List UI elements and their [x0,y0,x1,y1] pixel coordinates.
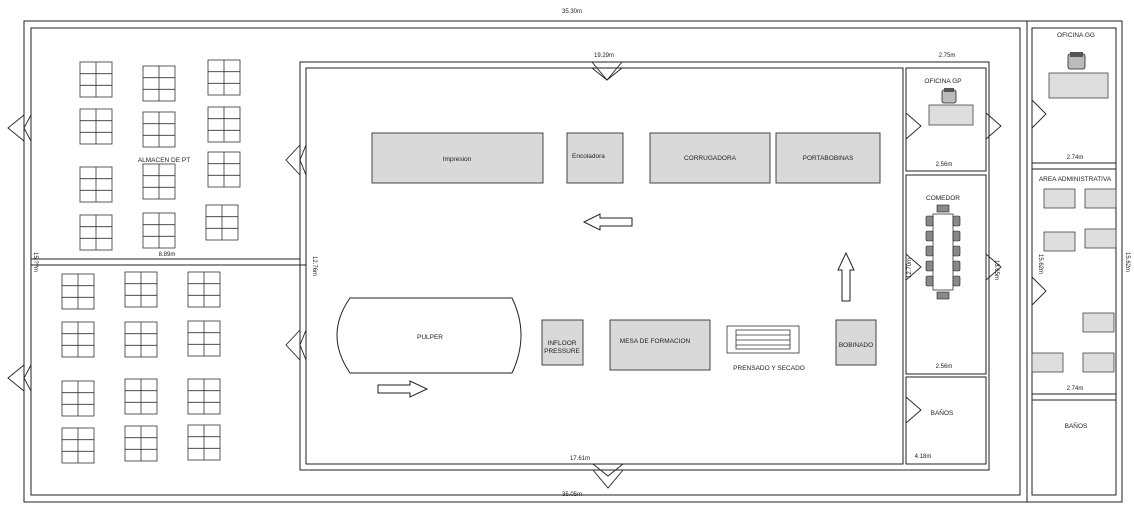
encoladora-label: Encoladora [572,153,605,160]
bobinado-label: BOBINADO [839,342,873,349]
room-labels: ALMACEN DE PT OFICINA GP COMEDOR BAÑOS O… [138,32,1112,430]
flow-arrows [377,213,855,398]
storage-racks [61,59,241,464]
plant-walls [299,61,990,471]
chair-icon [1067,52,1086,70]
office-furniture [925,52,1117,373]
oficina-gp-label: OFICINA GP [924,78,961,85]
area-admin-label: AREA ADMINISTRATIVA [1039,176,1112,183]
dim-top-overall: 35.30m [562,9,582,15]
prensado-label: PRENSADO Y SECADO [733,365,805,372]
admin-desks [1031,188,1117,373]
dining-table [932,204,954,300]
banos-plant-label: BAÑOS [931,408,954,417]
flow-arrow-left [582,213,633,231]
dim-almacen-left: 15.??m [32,252,38,272]
portabobinas-label: PORTABOBINAS [803,155,854,162]
dim-almacen-width: 8.89m [159,252,176,258]
impresion-label: Impresion [443,156,472,163]
dim-plant-top: 19.29m [594,53,614,59]
flow-arrow-right [377,380,429,398]
dimension-labels: 35.30m 35.05m 19.29m 17.61m 8.89m 2.75m … [32,9,1130,498]
dim-banos-bottom: 4.18m [915,454,932,460]
mesa-de-formacion [609,319,711,371]
dim-bottom-overall: 35.05m [562,492,582,498]
mesa-label: MESA DE FORMACION [620,338,691,345]
bobinado-machine [835,319,877,366]
corrugadora-machine [649,132,771,184]
dim-oficina-gp-bottom: 2.56m [936,162,953,168]
comedor-label: COMEDOR [926,195,960,202]
chair-icon [941,88,957,104]
dim-right-overall: 15.62m [1124,252,1130,272]
dim-plant-bottom: 17.61m [570,456,590,462]
infloor-label-1: INFLOOR [548,340,577,347]
dim-oficina-gp-top: 2.75m [939,53,956,59]
process-equipment: Impresion Encoladora CORRUGADORA PORTABO… [336,132,881,374]
impresion-machine [371,132,544,184]
infloor-pressure-machine [541,319,584,366]
flow-arrow-up [837,251,855,302]
prensado-y-secado-machine [726,325,800,354]
oficina-gp-desk [928,104,974,126]
dim-comedor-right: 13.65m [993,260,999,280]
dim-admin-left: 15.62m [1037,254,1043,274]
dim-comedor-bottom: 2.56m [936,364,953,370]
almacen-label: ALMACEN DE PT [138,157,190,164]
dim-comedor-left: 12.70m [907,258,913,278]
door-symbols [7,61,1047,489]
pulper-tank [336,297,522,374]
oficina-gg-desk [1048,72,1109,99]
dim-plant-left: 12.76m [311,256,317,276]
portabobinas-machine [775,132,881,184]
dining-chairs [925,215,961,287]
oficina-gg-label: OFICINA GG [1057,32,1095,39]
dim-oficina-gg-bottom: 2.74m [1067,155,1084,161]
encoladora-machine [566,132,624,184]
infloor-label-2: PRESSURE [544,348,580,355]
outer-walls [23,20,1123,503]
banos-admin-label: BAÑOS [1065,421,1088,430]
pulper-label: PULPER [417,334,443,341]
corrugadora-label: CORRUGADORA [684,155,737,162]
dim-admin-bottom: 2.74m [1067,386,1084,392]
